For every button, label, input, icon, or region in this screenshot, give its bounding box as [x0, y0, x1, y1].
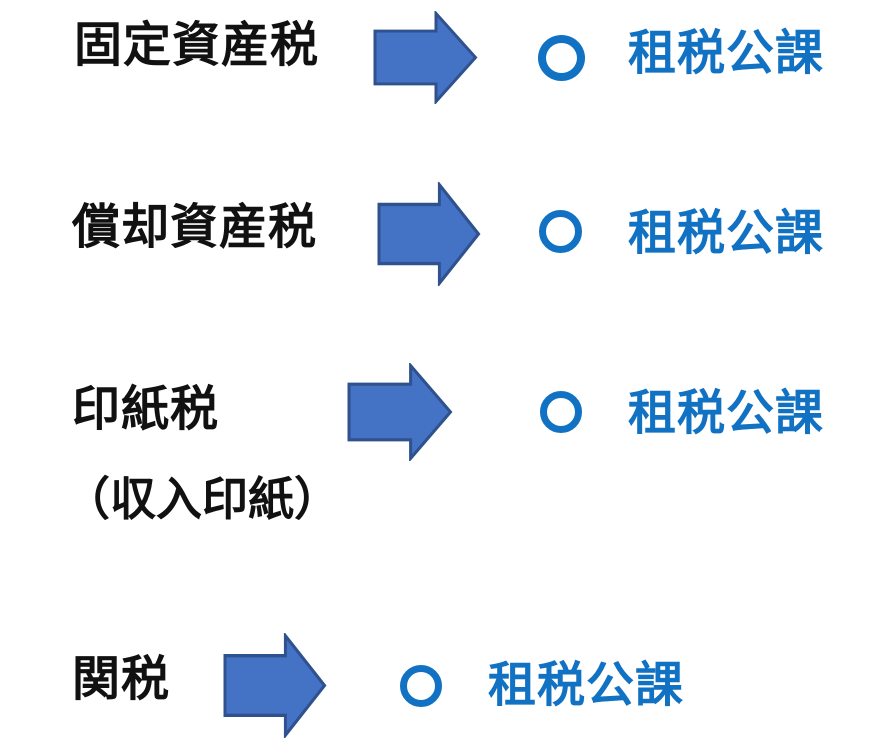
- circle-marker-icon: [539, 210, 582, 253]
- account-label-taxes-and-dues: 租税公課: [628, 387, 825, 440]
- account-label-taxes-and-dues: 租税公課: [488, 659, 685, 712]
- tax-label-revenue-stamp-note: （収入印紙）: [64, 473, 340, 525]
- tax-label-fixed-asset-tax: 固定資産税: [74, 19, 320, 72]
- right-arrow-icon: [377, 182, 481, 286]
- right-arrow-icon: [347, 363, 453, 461]
- circle-marker-icon: [540, 391, 582, 433]
- tax-label-customs-duty: 関税: [72, 653, 171, 706]
- right-arrow-icon: [223, 633, 327, 738]
- tax-label-stamp-tax: 印紙税: [72, 383, 220, 436]
- circle-marker-icon: [400, 665, 442, 707]
- account-label-taxes-and-dues: 租税公課: [628, 207, 825, 260]
- tax-label-depreciable-asset-tax: 償却資産税: [72, 201, 318, 254]
- account-label-taxes-and-dues: 租税公課: [628, 27, 825, 80]
- right-arrow-icon: [373, 11, 478, 104]
- circle-marker-icon: [538, 35, 585, 81]
